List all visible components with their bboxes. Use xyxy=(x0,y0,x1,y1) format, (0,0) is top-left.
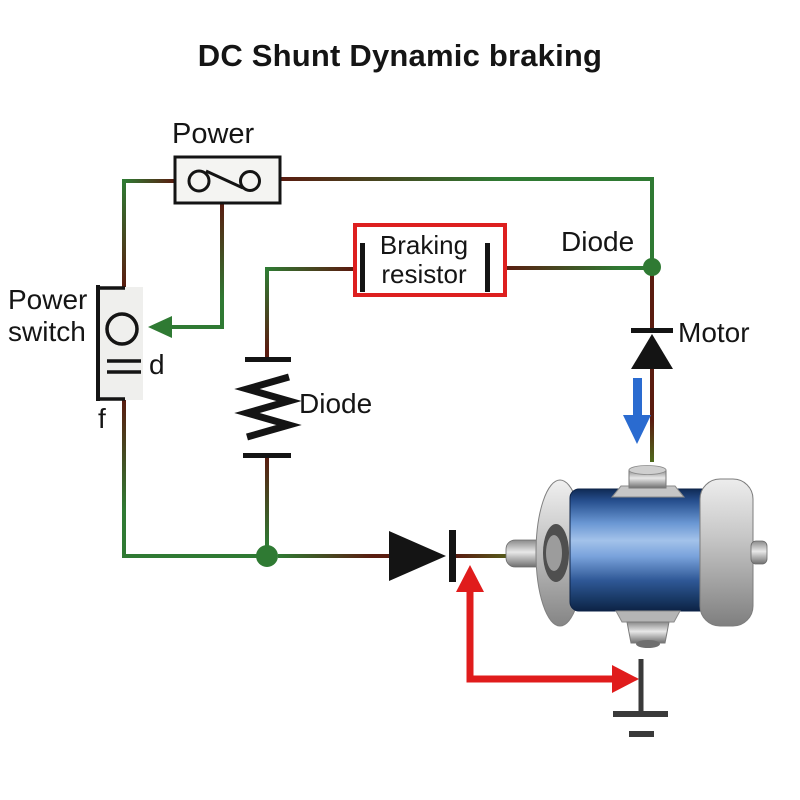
diode-bottom-cathode-bar xyxy=(449,530,456,582)
motor-bottom-terminal-base xyxy=(615,610,681,623)
motor-right-endcap xyxy=(699,478,754,627)
power-switch-component xyxy=(96,285,143,401)
braking-resistor-box xyxy=(353,223,507,297)
ground-stem xyxy=(638,659,644,714)
ground-bar-long xyxy=(613,711,668,717)
switch-contact-left xyxy=(187,169,211,193)
braking-current-arrow-red xyxy=(456,565,639,693)
motor-image xyxy=(505,465,768,648)
power-box xyxy=(173,155,282,205)
shunt-bottom-bar xyxy=(243,453,291,458)
diode-top-label: Diode xyxy=(561,226,635,257)
motor-top-terminal-cap xyxy=(628,465,667,475)
braking-resistor-label: Braking resistor xyxy=(379,230,469,289)
diode-bottom-triangle xyxy=(389,531,446,581)
power-switch-button-icon xyxy=(105,312,139,346)
junction-dot-top-right xyxy=(643,258,661,276)
page-title: DC Shunt Dynamic braking xyxy=(197,38,603,73)
motor-hub-center xyxy=(546,535,562,571)
junction-dot-bottom xyxy=(256,545,278,567)
red-arrowhead-right xyxy=(612,665,639,693)
power-label: Power xyxy=(172,118,255,150)
green-arrowhead-into-switch xyxy=(148,316,172,338)
ground-bar-short xyxy=(629,731,654,737)
ground-symbol xyxy=(613,659,668,737)
switch-contact-right xyxy=(239,170,261,192)
zigzag-resistor-icon xyxy=(234,373,302,441)
power-switch-label: Power switch xyxy=(8,284,88,347)
diode-bottom-symbol xyxy=(389,530,456,582)
red-arrow-horizontal-shaft xyxy=(466,675,614,683)
motor-label: Motor xyxy=(678,317,750,348)
diode-top-cathode-bar xyxy=(631,328,673,333)
diode-top-symbol xyxy=(631,328,673,369)
motor-bottom-terminal-post xyxy=(626,621,670,644)
red-arrowhead-up xyxy=(456,565,484,592)
diode-middle-label: Diode xyxy=(299,388,373,419)
braking-resistor-outline xyxy=(353,223,507,297)
switch-terminal-f-label: f xyxy=(98,403,106,434)
shunt-top-bar xyxy=(245,357,291,362)
current-direction-arrow-blue xyxy=(623,378,651,444)
motor-right-stub xyxy=(750,540,768,565)
motor-top-terminal-base xyxy=(610,485,686,498)
braking-resistor-pin-left xyxy=(360,243,365,292)
switch-terminal-d-label: d xyxy=(149,349,165,380)
blue-arrow-head xyxy=(623,415,651,444)
braking-resistor-pin-right xyxy=(485,243,490,292)
motor-bottom-terminal-tip xyxy=(636,640,660,648)
switch-lever xyxy=(205,169,244,190)
blue-arrow-shaft xyxy=(633,378,642,418)
circuit-wires xyxy=(122,177,661,567)
shunt-element xyxy=(234,357,302,458)
motor-body xyxy=(569,488,717,612)
red-arrow-vertical-shaft xyxy=(466,590,474,682)
diode-top-triangle xyxy=(631,334,673,369)
